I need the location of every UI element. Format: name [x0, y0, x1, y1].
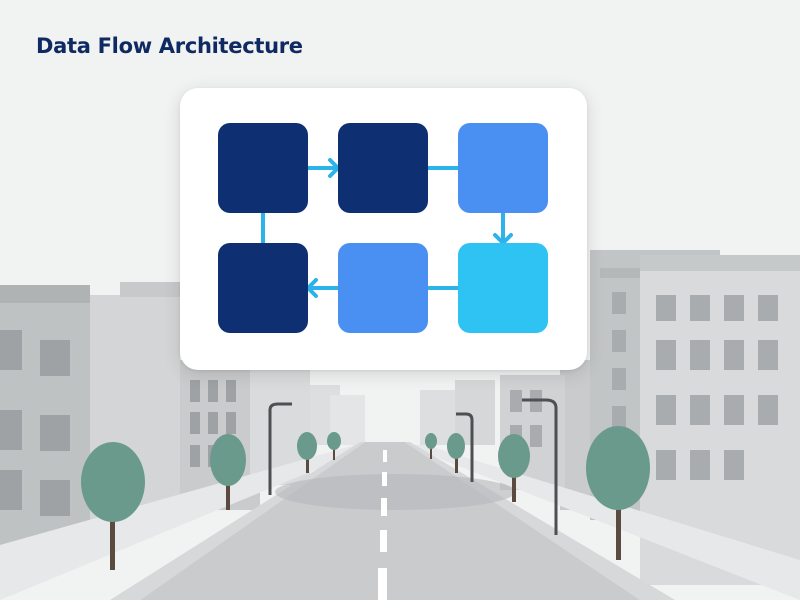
- node-3[interactable]: [458, 123, 548, 213]
- flow-connectors: [261, 158, 513, 298]
- page-title: Data Flow Architecture: [36, 34, 303, 58]
- node-6[interactable]: [458, 243, 548, 333]
- node-1[interactable]: [218, 123, 308, 213]
- arrowhead-n5-n4: [306, 278, 318, 298]
- diagram-card: [180, 88, 587, 370]
- node-2[interactable]: [338, 123, 428, 213]
- node-4[interactable]: [218, 243, 308, 333]
- node-5[interactable]: [338, 243, 428, 333]
